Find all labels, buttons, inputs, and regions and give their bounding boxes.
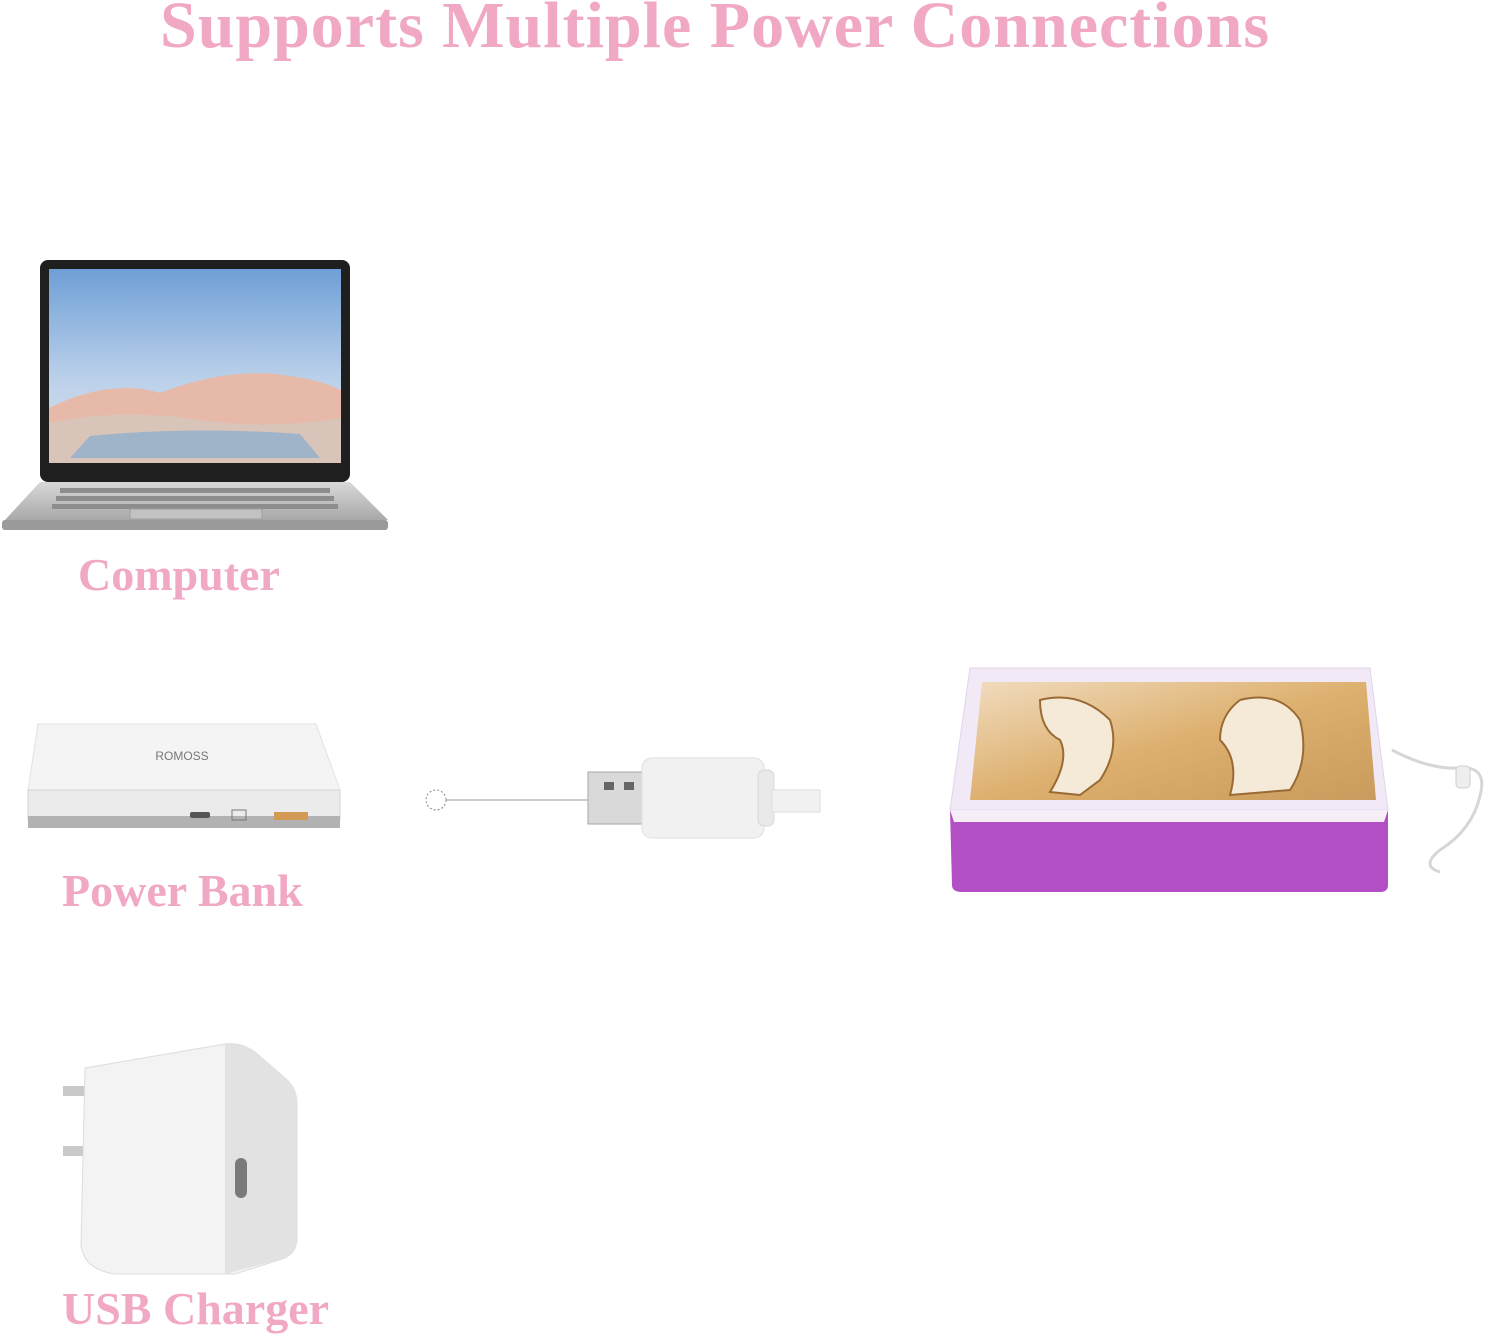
usb-cable-icon <box>420 752 830 844</box>
laptop-icon <box>0 258 392 538</box>
page-title: Supports Multiple Power Connections <box>159 0 1270 62</box>
usb-charger-label: USB Charger <box>62 1283 330 1334</box>
computer-label: Computer <box>78 549 280 600</box>
usb-charger-icon <box>55 1038 305 1278</box>
power-bank-icon: ROMOSS <box>22 716 344 836</box>
light-drawing-board-icon <box>940 660 1500 920</box>
power-bank-label: Power Bank <box>62 865 303 916</box>
svg-text:ROMOSS: ROMOSS <box>155 749 208 763</box>
